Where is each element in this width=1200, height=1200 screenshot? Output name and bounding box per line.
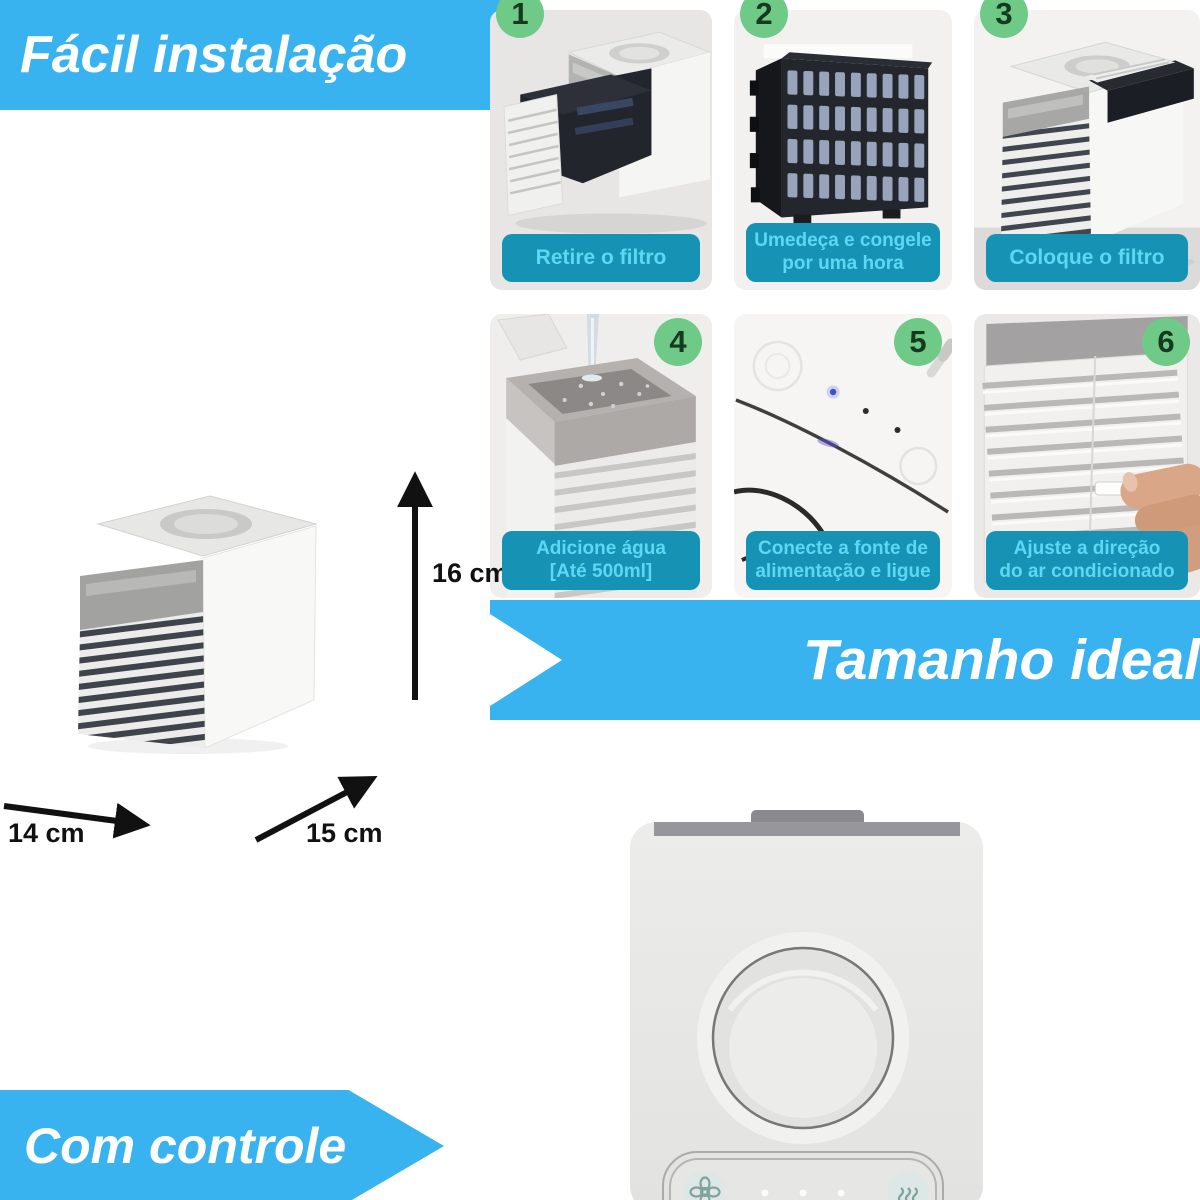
device-edge-line bbox=[735, 398, 949, 514]
step-1-caption: Retire o filtro bbox=[502, 234, 700, 282]
fan-button bbox=[684, 1171, 726, 1200]
step-6-caption: Ajuste a direção do ar condicionado bbox=[986, 531, 1188, 590]
with-control-banner-text: Com controle bbox=[24, 1118, 347, 1174]
top-edge-band bbox=[654, 822, 960, 836]
step-6-cell: 6 Ajuste a direção do ar condicionado bbox=[974, 304, 1200, 598]
step-6-number-badge: 6 bbox=[1142, 318, 1190, 366]
fan-icon bbox=[689, 1176, 721, 1200]
depth-dimension-label: 15 cm bbox=[306, 818, 383, 848]
filter-being-inserted bbox=[1084, 58, 1194, 123]
easy-install-banner-text: Fácil instalação bbox=[20, 26, 408, 84]
filter-block bbox=[749, 52, 933, 224]
indicator-lights bbox=[826, 385, 901, 433]
step-3-cell: 3 Coloque o filtro bbox=[974, 0, 1200, 290]
product-photo-top-view bbox=[630, 810, 983, 1200]
dimension-arrows bbox=[3, 471, 433, 843]
step-1-number-badge: 1 bbox=[496, 0, 544, 38]
steam-button bbox=[887, 1171, 929, 1200]
step-5-caption: Conecte a fonte de alimentação e ligue bbox=[746, 531, 940, 590]
step-2-number-badge: 2 bbox=[740, 0, 788, 38]
step-1-photo-remove-filter bbox=[490, 10, 712, 290]
water-droplets bbox=[562, 381, 650, 408]
step-1-cell: 1 Retire o filtro bbox=[490, 0, 712, 290]
ideal-size-banner: Tamanho ideal bbox=[490, 600, 1200, 720]
with-control-banner: Com controle bbox=[0, 1090, 444, 1200]
banner-chevron-icon bbox=[490, 614, 562, 706]
product-photo-perspective bbox=[78, 495, 318, 754]
depth-arrow-icon bbox=[254, 775, 378, 843]
step-3-caption: Coloque o filtro bbox=[986, 234, 1188, 282]
control-panel bbox=[662, 1151, 944, 1200]
step-5-number-badge: 5 bbox=[894, 318, 942, 366]
height-dimension-label: 16 cm bbox=[432, 558, 509, 588]
fan-opening bbox=[697, 932, 909, 1144]
step-2-cell: 2 Umedeça e congele por uma hora bbox=[734, 0, 952, 290]
power-cable bbox=[926, 338, 952, 378]
louver-slats bbox=[982, 369, 1191, 565]
step-5-cell: 5 Conecte a fonte de alimentação e ligue bbox=[734, 304, 952, 598]
easy-install-banner: Fácil instalação bbox=[0, 0, 503, 110]
step-4-cell: 4 Adicione água [Até 500ml] bbox=[490, 304, 712, 598]
step-3-number-badge: 3 bbox=[980, 0, 1028, 38]
white-grille-panel bbox=[503, 93, 564, 217]
width-dimension-label: 14 cm bbox=[8, 818, 85, 848]
step-4-number-badge: 4 bbox=[654, 318, 702, 366]
step-4-caption: Adicione água [Até 500ml] bbox=[502, 531, 700, 590]
width-arrow-icon bbox=[3, 802, 151, 839]
ideal-size-banner-text: Tamanho ideal bbox=[803, 628, 1200, 692]
step-2-caption: Umedeça e congele por uma hora bbox=[746, 223, 940, 282]
installation-steps-grid: 1 Retire o filtro bbox=[490, 0, 1200, 598]
mode-dots bbox=[760, 1188, 846, 1198]
